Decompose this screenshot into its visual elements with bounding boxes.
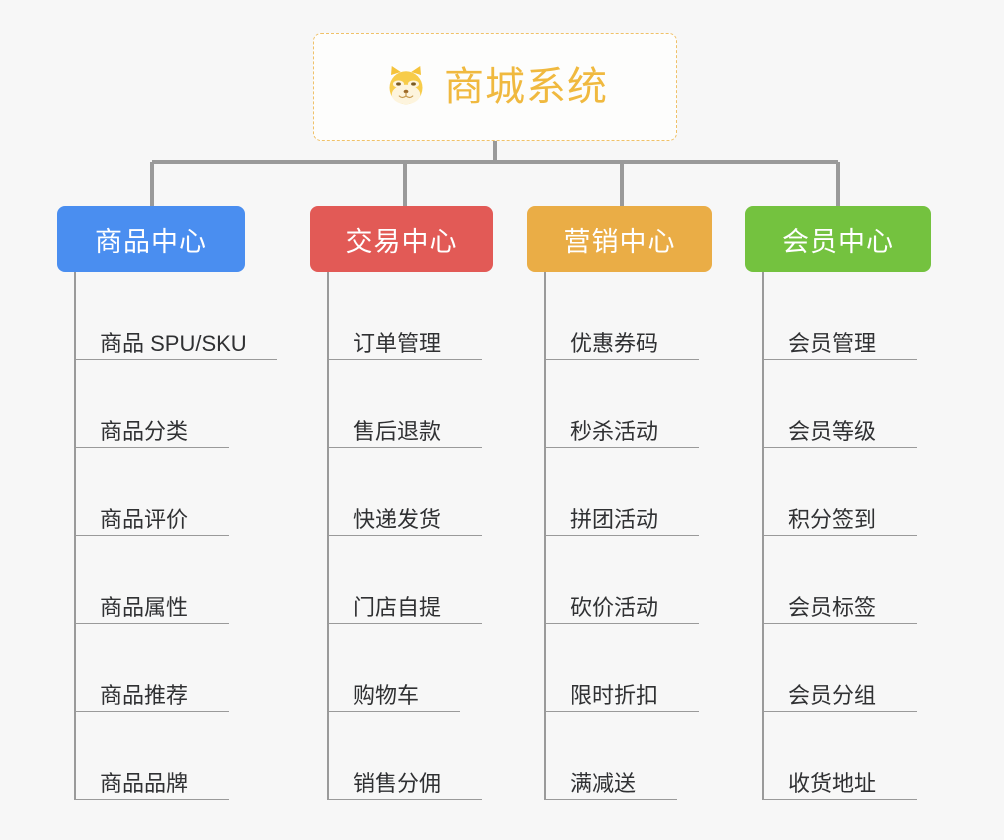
leaf-item-label: 订单管理 [353,330,442,356]
category-header-product-center[interactable]: 商品中心 [57,206,245,272]
leaf-item-label: 限时折扣 [570,682,659,708]
leaf-item[interactable]: 会员分组 [762,624,917,712]
category-header-label: 商品中心 [95,226,207,257]
leaf-item-label: 购物车 [353,682,420,708]
leaf-item[interactable]: 会员管理 [762,272,917,360]
leaf-item[interactable]: 商品评价 [74,448,229,536]
category-header-marketing-center[interactable]: 营销中心 [527,206,712,272]
category-header-member-center[interactable]: 会员中心 [745,206,931,272]
category-header-label: 会员中心 [782,226,894,257]
category-header-label: 交易中心 [345,226,458,257]
column-spine [327,272,329,800]
leaf-item[interactable]: 会员标签 [762,536,917,624]
leaf-item-label: 快递发货 [353,506,442,532]
leaf-item[interactable]: 商品推荐 [74,624,229,712]
leaf-item-label: 售后退款 [353,418,442,444]
leaf-item[interactable]: 秒杀活动 [544,360,699,448]
leaf-item[interactable]: 商品品牌 [74,712,229,800]
leaf-item[interactable]: 订单管理 [327,272,482,360]
leaf-item-label: 门店自提 [353,594,442,620]
leaf-item[interactable]: 商品 SPU/SKU [74,272,277,360]
root-title: 商城系统 [444,65,608,109]
leaf-item-label: 会员管理 [788,330,877,356]
leaf-item[interactable]: 商品分类 [74,360,229,448]
leaf-item-label: 商品 SPU/SKU [100,330,247,356]
leaf-item[interactable]: 积分签到 [762,448,917,536]
leaf-item-label: 收货地址 [788,770,877,796]
leaf-item[interactable]: 优惠券码 [544,272,699,360]
category-header-trade-center[interactable]: 交易中心 [310,206,493,272]
root-node[interactable]: 商城系统 [313,33,677,141]
leaf-item-label: 优惠券码 [570,330,659,356]
leaf-item-label: 砍价活动 [570,594,659,620]
leaf-item-label: 商品评价 [100,506,189,532]
leaf-item-label: 会员等级 [788,418,877,444]
leaf-item-label: 拼团活动 [570,506,659,532]
leaf-item[interactable]: 购物车 [327,624,460,712]
leaf-item-label: 商品属性 [100,594,189,620]
leaf-item[interactable]: 会员等级 [762,360,917,448]
leaf-item-label: 积分签到 [788,506,877,532]
category-header-label: 营销中心 [563,226,676,257]
leaf-item[interactable]: 限时折扣 [544,624,699,712]
column-spine [74,272,76,800]
leaf-item[interactable]: 售后退款 [327,360,482,448]
leaf-item-label: 会员分组 [788,682,877,708]
leaf-item[interactable]: 砍价活动 [544,536,699,624]
leaf-item[interactable]: 销售分佣 [327,712,482,800]
shiba-dog-face-icon [382,63,430,111]
column-spine [762,272,764,800]
leaf-item[interactable]: 拼团活动 [544,448,699,536]
leaf-item-label: 销售分佣 [353,770,442,796]
leaf-item-label: 满减送 [570,770,637,796]
leaf-item[interactable]: 满减送 [544,712,677,800]
column-spine [544,272,546,800]
leaf-item[interactable]: 商品属性 [74,536,229,624]
leaf-item-label: 会员标签 [788,594,877,620]
leaf-item-label: 秒杀活动 [570,418,659,444]
leaf-item-label: 商品推荐 [100,682,189,708]
leaf-item-label: 商品分类 [100,418,189,444]
leaf-item[interactable]: 快递发货 [327,448,482,536]
leaf-item-label: 商品品牌 [100,770,189,796]
leaf-item[interactable]: 收货地址 [762,712,917,800]
leaf-item[interactable]: 门店自提 [327,536,482,624]
